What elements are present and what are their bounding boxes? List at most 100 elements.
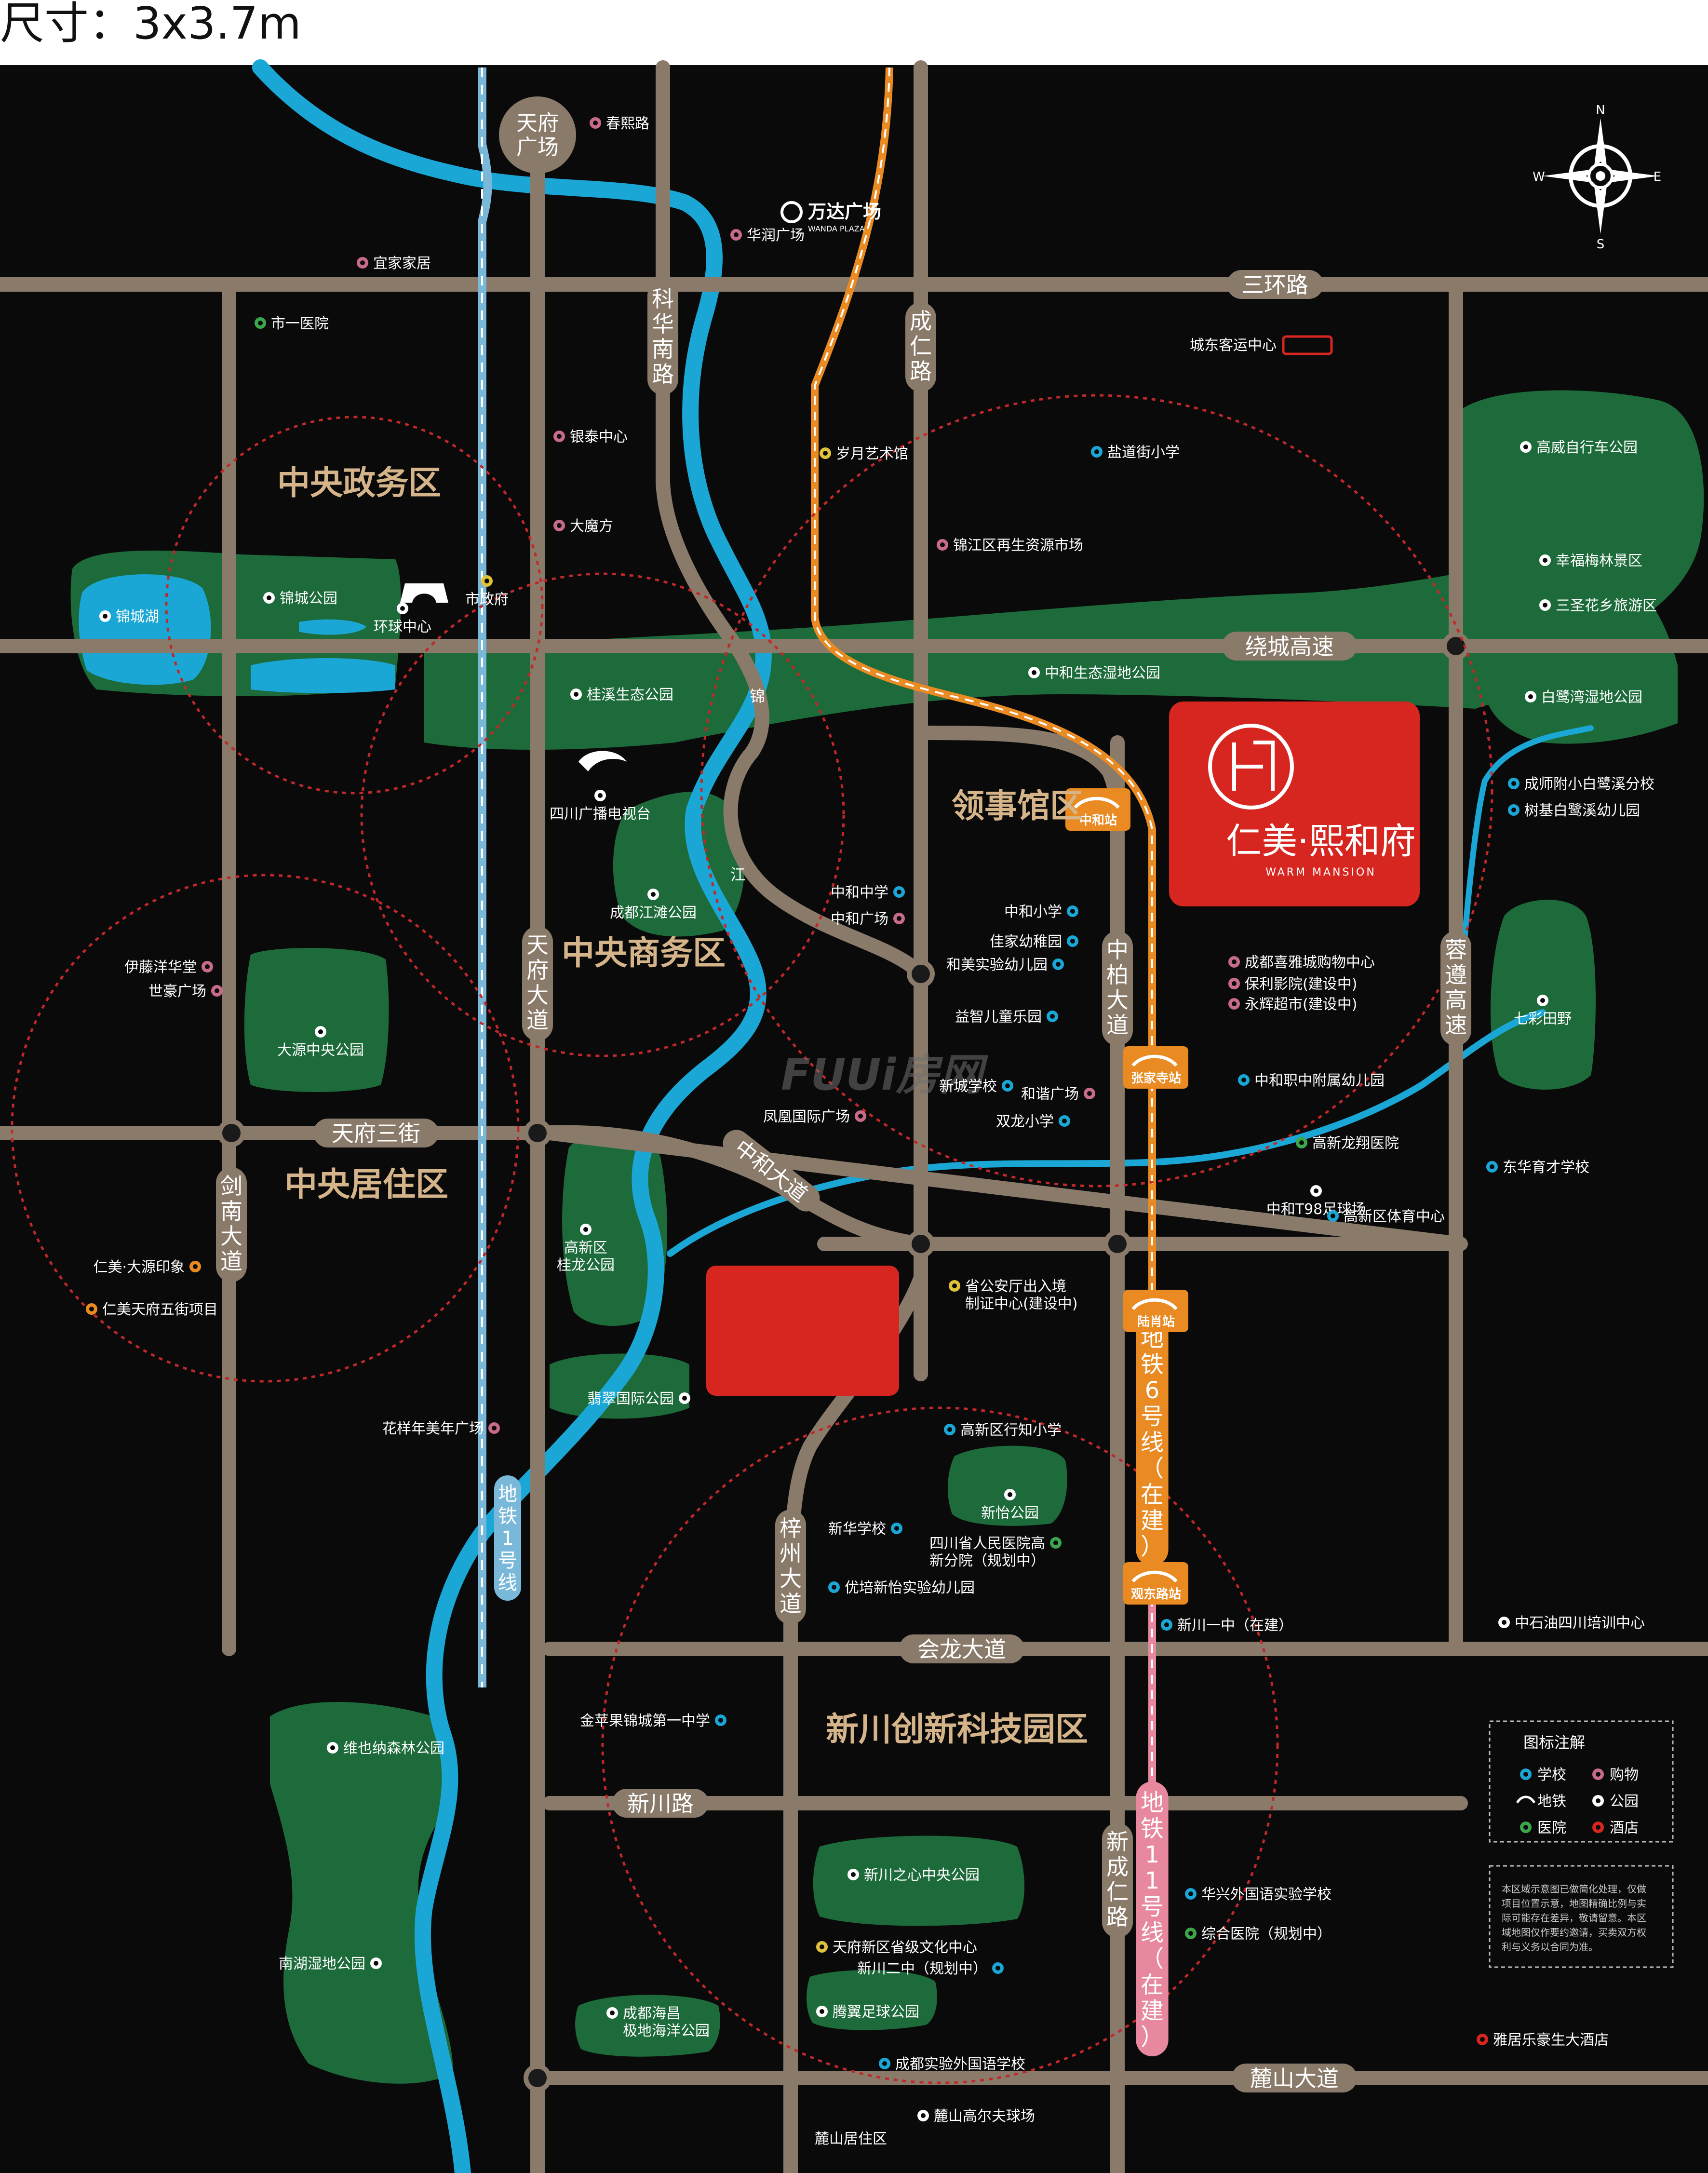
legend-item: 学校	[1520, 1767, 1566, 1783]
svg-text:E: E	[1654, 170, 1661, 184]
road-label-tianfu3: 天府三街	[313, 1119, 439, 1147]
svg-text:线: 线	[1141, 1429, 1164, 1456]
poi-label: 中和广场	[831, 911, 888, 928]
legend-disclaimer: 本区域示意图已做简化处理，仅做项目位置示意，地图精确比例与实际可能存在差异，敬请…	[1502, 1883, 1646, 1953]
poi-label: 春熙路	[606, 115, 649, 132]
metro-station: 陆肖站	[1123, 1290, 1188, 1332]
poi: 中和生态湿地公园	[1028, 665, 1160, 682]
svg-text:会龙大道: 会龙大道	[917, 1636, 1006, 1662]
size-label: 尺寸：3x3.7m	[0, 0, 301, 49]
poi-label: 东华育才学校	[1503, 1159, 1589, 1176]
svg-text:高: 高	[1445, 987, 1467, 1013]
svg-text:蓉: 蓉	[1445, 937, 1467, 963]
svg-text:路: 路	[910, 358, 932, 384]
poi-label: 成都江滩公园	[610, 904, 697, 921]
poi-label: 麓山居住区	[815, 2131, 887, 2147]
poi: 麓山高尔夫球场	[917, 2108, 1035, 2125]
poi-label: 中和职中附属幼儿园	[1254, 1072, 1385, 1089]
poi: 麓山居住区	[815, 2131, 887, 2147]
poi: 新怡公园	[981, 1489, 1039, 1522]
poi: 省公安厅出入境制证中心(建设中)	[949, 1278, 1077, 1312]
svg-text:WANDA PLAZA: WANDA PLAZA	[808, 224, 865, 233]
project-plot-2	[706, 1266, 899, 1396]
poi-label: 和谐广场	[1021, 1086, 1079, 1103]
svg-text:建: 建	[1141, 1998, 1164, 2025]
svg-text:铁: 铁	[498, 1505, 517, 1527]
park-xinchuan	[813, 1836, 1024, 1926]
poi: 银泰中心	[553, 429, 628, 445]
poi: 锦城公园	[263, 590, 337, 607]
district-name: 新川创新科技园区	[826, 1711, 1088, 1749]
district-name: 领事馆区	[952, 787, 1083, 825]
legend-title: 图标注解	[1523, 1733, 1585, 1752]
poi: 仁美天府五街项目	[86, 1301, 218, 1318]
poi: 大魔方	[553, 518, 613, 535]
poi-label: 高新区行知小学	[960, 1422, 1062, 1439]
svg-text:在: 在	[1141, 1971, 1164, 1998]
svg-text:张家寺站: 张家寺站	[1131, 1071, 1181, 1086]
svg-text:大: 大	[1106, 987, 1129, 1013]
wanda-logo: 万达广场 WANDA PLAZA	[780, 201, 881, 233]
svg-text:（: （	[1141, 1945, 1164, 1972]
poi-label: 综合医院（规划中）	[1201, 1926, 1331, 1943]
poi-label: 和美实验幼儿园	[946, 957, 1048, 973]
park-dayuan	[244, 948, 389, 1092]
svg-text:科: 科	[652, 286, 674, 312]
poi-label: 花样年美年广场	[382, 1420, 484, 1437]
svg-text:线: 线	[498, 1572, 517, 1594]
poi-label: 宜家家居	[373, 255, 431, 272]
metro-icon	[1074, 796, 1120, 809]
poi: 中和中学	[831, 884, 905, 901]
poi: 天府新区省级文化中心	[816, 1939, 977, 1956]
poi: 中和T98足球场	[1266, 1185, 1366, 1218]
poi: 高新区体育中心	[1327, 1208, 1445, 1225]
legend-item: 医院	[1520, 1820, 1566, 1836]
poi: 锦城湖	[99, 608, 159, 625]
road-label-huilong: 会龙大道	[899, 1634, 1024, 1663]
poi-label: 优培新怡实验幼儿园	[845, 1579, 975, 1596]
svg-text:陆肖站: 陆肖站	[1137, 1314, 1175, 1329]
poi-label: 保利影院(建设中)	[1245, 976, 1357, 993]
poi-label: 岁月艺术馆	[836, 445, 908, 462]
poi-label: 树基白鹭溪幼儿园	[1524, 802, 1640, 819]
poi-label: 中和中学	[831, 884, 888, 901]
svg-text:号: 号	[1141, 1893, 1164, 1920]
poi-label: 维也纳森林公园	[343, 1740, 444, 1757]
svg-text:道: 道	[220, 1248, 242, 1274]
poi-label: 雅居乐豪生大酒店	[1493, 2032, 1609, 2049]
svg-text:成: 成	[910, 308, 932, 334]
poi-label: 华兴外国语实验学校	[1201, 1886, 1331, 1903]
poi: 新川二中（规划中）	[857, 1960, 1004, 1977]
header-band	[0, 0, 1708, 65]
poi-label: 新川二中（规划中）	[857, 1960, 987, 1977]
poi-label: 桂溪生态公园	[587, 687, 673, 703]
svg-text:地: 地	[1141, 1789, 1164, 1816]
metro-label-line1	[494, 1475, 521, 1601]
poi: 四川广播电视台	[550, 790, 651, 823]
poi-label: 仁美天府五街项目	[102, 1301, 218, 1318]
poi: 四川省人民医院高新分院（规划中）	[929, 1535, 1062, 1569]
poi: 大源中央公园	[277, 1026, 364, 1059]
poi: 永辉超市(建设中)	[1228, 996, 1357, 1013]
road-label-tianfu_ave	[522, 926, 553, 1041]
poi: 高新区行知小学	[944, 1422, 1062, 1439]
poi: 高新龙翔医院	[1296, 1135, 1399, 1152]
poi: 和美实验幼儿园	[946, 957, 1064, 973]
poi: 伊藤洋华堂	[124, 959, 213, 976]
svg-text:地铁: 地铁	[1537, 1793, 1566, 1810]
metro-station: 张家寺站	[1123, 1046, 1188, 1089]
poi-label: 银泰中心	[570, 429, 628, 445]
poi: 新城学校	[939, 1078, 1013, 1095]
poi-label: 永辉超市(建设中)	[1245, 996, 1357, 1013]
poi-label: 中和T98足球场	[1266, 1201, 1366, 1218]
legend-item: 酒店	[1592, 1820, 1639, 1836]
poi-label: 成都海昌极地海洋公园	[623, 2005, 710, 2039]
svg-text:华: 华	[652, 311, 674, 337]
poi-label: 伊藤洋华堂	[124, 959, 197, 976]
metro-label-line11	[1136, 1782, 1169, 2056]
park-weiyena	[270, 1702, 457, 2084]
project-logo-icon	[1208, 724, 1294, 810]
poi: 成都海昌极地海洋公园	[606, 2005, 710, 2039]
